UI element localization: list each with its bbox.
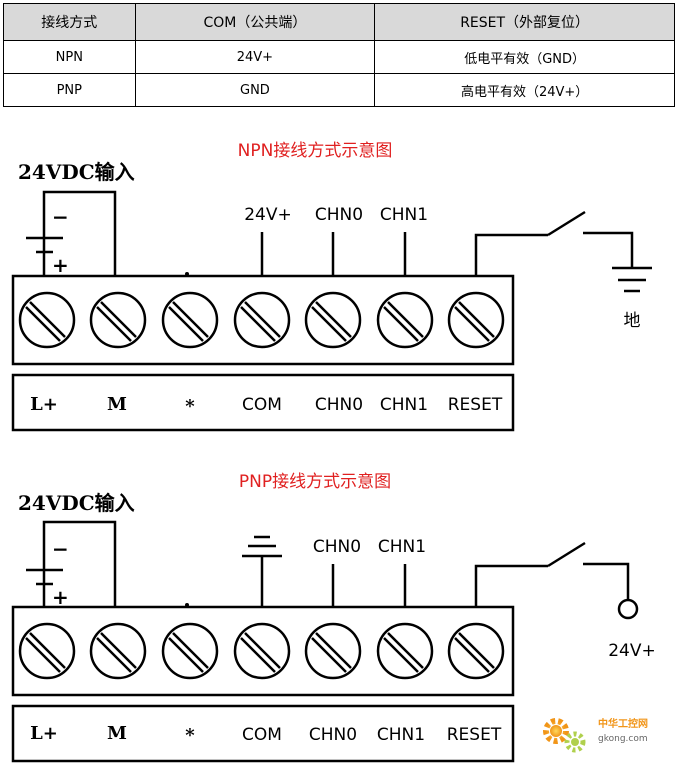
pnp-power-wiring xyxy=(26,520,117,622)
npn-reset-switch xyxy=(474,210,634,290)
npn-terminal-screw-chn1 xyxy=(376,291,434,349)
gear-icon xyxy=(543,718,586,753)
table-header-cell: 接线方式 xyxy=(3,3,136,41)
npn-diagram-title: NPN接线方式示意图 xyxy=(238,141,393,161)
npn-label-chn1: CHN1 xyxy=(380,205,428,225)
npn-diagram: NPN接线方式示意图 24VDC输入 − + 24V+ CHN0 CHN1 xyxy=(11,141,652,432)
pnp-terminal-label: * xyxy=(185,725,195,746)
pnp-terminal-screw-m xyxy=(89,622,147,680)
pnp-unused-terminal-dot xyxy=(185,603,189,607)
pnp-reset-switch xyxy=(474,541,639,622)
pnp-label-chn1: CHN1 xyxy=(378,537,426,557)
pnp-terminal-screw-com xyxy=(233,622,291,680)
npn-terminal-label: CHN0 xyxy=(315,395,363,415)
pnp-terminal-screw-chn1 xyxy=(376,622,434,680)
table-cell: 24V+ xyxy=(134,40,376,74)
pnp-terminal-screw-chn0 xyxy=(304,622,362,680)
pnp-terminal-label: COM xyxy=(242,725,282,745)
npn-minus-sign: − xyxy=(52,205,69,229)
table-header-row: 接线方式 COM（公共端） RESET（外部复位） xyxy=(3,3,675,41)
npn-label-strip xyxy=(11,373,515,432)
pnp-label-chn0: CHN0 xyxy=(313,537,361,557)
npn-ground-label: 地 xyxy=(624,311,641,331)
pnp-diagram: PNP接线方式示意图 24VDC输入 − + CHN0 CHN1 24V xyxy=(11,472,656,763)
npn-unused-terminal-dot xyxy=(185,272,189,276)
pnp-reset-voltage-label: 24V+ xyxy=(608,641,656,661)
pnp-power-input-label: 24VDC输入 xyxy=(18,491,135,515)
npn-terminal-label: * xyxy=(185,396,195,417)
npn-terminal-screw-nc xyxy=(161,291,219,349)
table-row: NPN 24V+ 低电平有效（GND） xyxy=(3,40,675,74)
pnp-minus-sign: − xyxy=(52,537,69,561)
npn-terminal-screw-lplus xyxy=(18,291,76,349)
npn-power-wiring xyxy=(26,190,117,290)
table-cell: 高电平有效（24V+） xyxy=(374,73,675,107)
npn-terminal-label: RESET xyxy=(448,395,503,415)
pnp-terminal-label: L+ xyxy=(30,723,58,744)
npn-terminal-screw-chn0 xyxy=(304,291,362,349)
npn-terminal-screw-reset xyxy=(447,291,505,349)
npn-terminal-screw-com xyxy=(233,291,291,349)
pnp-terminal-screw-reset xyxy=(447,622,505,680)
npn-terminal-label: M xyxy=(107,394,127,415)
npn-label-chn0: CHN0 xyxy=(315,205,363,225)
watermark-text: 中华工控网 xyxy=(598,717,648,730)
pnp-terminal-screw-nc xyxy=(161,622,219,680)
npn-power-input-label: 24VDC输入 xyxy=(18,160,135,184)
pnp-terminal-label: CHN0 xyxy=(309,725,357,745)
pnp-plus-sign: + xyxy=(52,585,69,609)
npn-terminal-label: COM xyxy=(242,395,282,415)
watermark: 中华工控网 gkong.com xyxy=(543,717,648,753)
pnp-terminal-screw-lplus xyxy=(18,622,76,680)
table-row: PNP GND 高电平有效（24V+） xyxy=(3,73,675,107)
ground-icon xyxy=(612,266,652,293)
pnp-diagram-title: PNP接线方式示意图 xyxy=(239,472,391,492)
table-cell: NPN xyxy=(3,40,136,74)
pnp-label-strip xyxy=(11,704,515,763)
wiring-mode-table: 接线方式 COM（公共端） RESET（外部复位） NPN 24V+ 低电平有效… xyxy=(3,3,675,107)
watermark-url: gkong.com xyxy=(598,734,648,744)
npn-terminal-label: CHN1 xyxy=(380,395,428,415)
pnp-terminal-label: CHN1 xyxy=(377,725,425,745)
table-cell: 低电平有效（GND） xyxy=(374,40,675,74)
pnp-terminal-label: RESET xyxy=(447,725,502,745)
npn-terminal-screw-m xyxy=(89,291,147,349)
table-cell: PNP xyxy=(3,73,136,107)
npn-plus-sign: + xyxy=(52,253,69,277)
npn-label-24v: 24V+ xyxy=(244,205,292,225)
pnp-terminal-label: M xyxy=(107,723,127,744)
table-cell: GND xyxy=(134,73,376,107)
npn-terminal-label: L+ xyxy=(30,394,58,415)
